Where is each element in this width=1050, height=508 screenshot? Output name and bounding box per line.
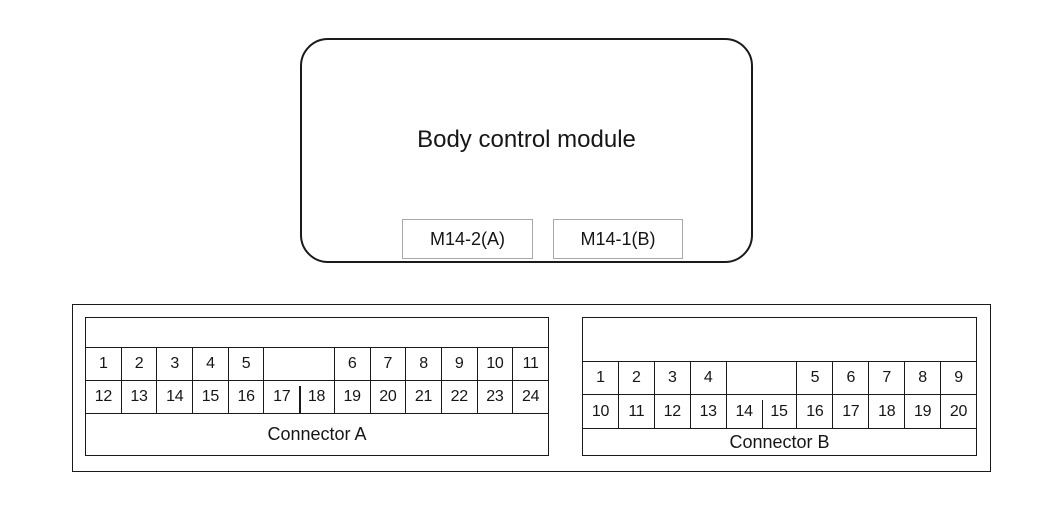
- connector-a-label: Connector A: [86, 413, 548, 455]
- pin-cell: 17: [263, 381, 299, 413]
- pin-cell: 9: [440, 348, 477, 380]
- pin-cell: 16: [227, 381, 264, 413]
- pin-cell: 12: [94, 388, 113, 405]
- bcm-connector-tag-m14-2a: M14-2(A): [402, 219, 533, 259]
- pin-cell: 13: [120, 381, 157, 413]
- pin-cell: 4: [192, 348, 228, 380]
- pin-cell: 1: [99, 355, 108, 372]
- connector-b-label: Connector B: [583, 428, 976, 455]
- pin-cell: 14: [156, 381, 192, 413]
- pin-cell: 12: [653, 395, 690, 428]
- pin-cell: 8: [904, 362, 940, 394]
- bcm-title: Body control module: [417, 126, 636, 153]
- pin-cell: 7: [868, 362, 904, 394]
- pin-cell: 1: [596, 369, 605, 386]
- pin-key-gap-cell: [263, 348, 333, 380]
- pin-cell: 6: [832, 362, 868, 394]
- pin-cell: 18: [868, 395, 904, 428]
- pin-cell: 15: [192, 381, 228, 413]
- pin-cell: 22: [440, 381, 477, 413]
- pin-cell: 7: [369, 348, 406, 380]
- connector-b-top-band: [583, 318, 976, 361]
- pin-cell: 3: [156, 348, 192, 380]
- pin-cell: 3: [653, 362, 690, 394]
- pin-cell: 20: [940, 395, 976, 428]
- pin-cell: 9: [940, 362, 976, 394]
- pin-cell: 23: [476, 381, 513, 413]
- pin-cell: 2: [617, 362, 654, 394]
- pin-cell: 11: [617, 395, 654, 428]
- pin-cell: 18: [299, 381, 334, 413]
- pin-cell: 17: [832, 395, 868, 428]
- pin-cell: 16: [796, 395, 832, 428]
- pin-cell: 5: [796, 362, 832, 394]
- pin-cell: 24: [512, 381, 548, 413]
- pin-cell: 11: [512, 348, 548, 380]
- pin-cell: 15: [761, 395, 797, 428]
- pin-cell: 14: [725, 395, 762, 428]
- pin-cell: 13: [689, 395, 726, 428]
- pin-cell: 20: [369, 381, 406, 413]
- pin-cell: 8: [405, 348, 441, 380]
- pin-cell: 4: [689, 362, 726, 394]
- pin-key-gap-cell: [725, 362, 797, 394]
- pin-cell: 10: [476, 348, 513, 380]
- pin-cell: 5: [227, 348, 264, 380]
- connector-a-top-band: [86, 318, 548, 347]
- pin-cell: 10: [591, 402, 610, 420]
- pin-cell: 2: [120, 348, 157, 380]
- pin-cell: 6: [333, 348, 370, 380]
- bcm-connector-tag-m14-1b: M14-1(B): [553, 219, 683, 259]
- pin-cell: 19: [904, 395, 940, 428]
- pin-cell: 19: [333, 381, 370, 413]
- pin-cell: 21: [405, 381, 441, 413]
